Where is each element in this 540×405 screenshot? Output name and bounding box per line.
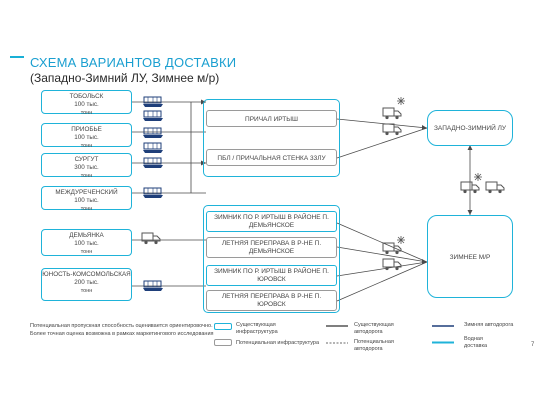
source-priobye: ПРИОБЬЕ 100 тыс. тонн [41,123,132,149]
legend-existing-road: Существующая автодорога [354,322,394,335]
source-unit: тонн [80,206,93,212]
barge-icon [143,280,163,291]
legend-winter-road: Зимняя автодорога [464,322,514,328]
source-name: МЕЖДУРЕЧЕНСКИЙ [55,189,118,196]
destination-winter-demyanskoe: ЗИМНИК ПО Р. ИРТЫШ В РАЙОНЕ П. ДЕМЬЯНСКО… [206,211,337,232]
destination-pbl: ПБЛ / ПРИЧАЛЬНАЯ СТЕНКА 33ЛУ [206,149,337,166]
source-name: ДЕМЬЯНКА [69,232,104,239]
page-number: 7 [531,342,535,348]
destination-winter-yurovsk: ЗИМНИК ПО Р. ИРТЫШ В РАЙОНЕ П. ЮРОВСК [206,265,337,286]
source-amount: 100 тыс. [74,101,99,108]
truck-icon [460,181,480,194]
page-subtitle: (Западно-Зимний ЛУ, Зимнее м/р) [30,71,220,85]
source-name: СУРГУТ [74,156,99,163]
destination-prichal-irtysh: ПРИЧАЛ ИРТЫШ [206,110,337,127]
barge-icon [143,157,163,168]
snowflake-icon [397,97,405,105]
legend-potential-infra-swatch [214,339,232,346]
target-winter-field: ЗИМНЕЕ М/Р [427,215,513,298]
destination-label: ЛЕТНЯЯ ПЕРЕПРАВА В Р-НЕ П. ДЕМЬЯНСКОЕ [221,240,322,255]
target-label: ЗАПАДНО-ЗИМНИЙ ЛУ [434,125,506,132]
source-amount: 200 тыс. [74,279,99,286]
truck-icon [382,258,402,271]
legend-existing-road-line [326,325,348,327]
source-name: ЮНОСТЬ-КОМСОМОЛЬСКАЯ [42,271,131,278]
legend-existing-infra: Существующая инфраструктура [236,322,278,335]
target-west-winter: ЗАПАДНО-ЗИМНИЙ ЛУ [427,110,513,146]
source-mezhdurechensky: МЕЖДУРЕЧЕНСКИЙ 100 тыс. тонн [41,186,132,212]
page-title: СХЕМА ВАРИАНТОВ ДОСТАВКИ [30,55,237,70]
destination-label: ПРИЧАЛ ИРТЫШ [245,116,298,123]
destination-label: ЗИМНИК ПО Р. ИРТЫШ В РАЙОНЕ П. ДЕМЬЯНСКО… [214,214,329,229]
legend-existing-infra-swatch [214,323,232,330]
target-label: ЗИМНЕЕ М/Р [449,254,491,261]
source-amount: 100 тыс. [74,197,99,204]
truck-icon [382,123,402,136]
truck-icon [382,107,402,120]
source-unit: тонн [80,249,93,255]
legend-potential-infra: Потенциальная инфраструктура [236,340,320,346]
source-surgut: СУРГУТ 300 тыс. тонн [41,153,132,179]
source-name: ТОБОЛЬСК [69,93,104,100]
destination-group-lower [203,205,340,313]
source-unit: тонн [80,288,93,294]
truck-icon [141,232,161,245]
source-amount: 100 тыс. [74,240,99,247]
destination-group-upper [203,99,340,177]
source-yunost: ЮНОСТЬ-КОМСОМОЛЬСКАЯ 200 тыс. тонн [41,268,132,301]
snowflake-icon [474,173,482,181]
source-unit: тонн [80,143,93,149]
legend-water-line [432,341,454,344]
snowflake-icon [397,236,405,244]
truck-icon [382,242,402,255]
title-accent [10,56,24,58]
source-unit: тонн [80,173,93,179]
destination-label: ЛЕТНЯЯ ПЕРЕПРАВА В Р-НЕ П. ЮРОВСК [221,293,322,308]
barge-icon [143,142,163,153]
destination-summer-yurovsk: ЛЕТНЯЯ ПЕРЕПРАВА В Р-НЕ П. ЮРОВСК [206,290,337,311]
destination-label: ЗИМНИК ПО Р. ИРТЫШ В РАЙОНЕ П. ЮРОВСК [214,268,329,283]
destination-summer-demyanskoe: ЛЕТНЯЯ ПЕРЕПРАВА В Р-НЕ П. ДЕМЬЯНСКОЕ [206,237,337,258]
legend-winter-road-line [432,325,454,327]
source-amount: 100 тыс. [74,134,99,141]
source-amount: 300 тыс. [74,164,99,171]
legend-potential-road-line [326,342,348,344]
barge-icon [143,187,163,198]
legend-water: Водная доставка [464,336,488,349]
source-name: ПРИОБЬЕ [71,126,102,133]
truck-icon [485,181,505,194]
footnote: Потенциальная пропускная способность оце… [30,323,214,337]
legend-potential-road: Потенциальная автодорога [354,339,394,352]
destination-label: ПБЛ / ПРИЧАЛЬНАЯ СТЕНКА 33ЛУ [217,155,326,162]
source-unit: тонн [80,110,93,116]
source-demyanka: ДЕМЬЯНКА 100 тыс. тонн [41,229,132,256]
barge-icon [143,96,163,107]
source-tobolsk: ТОБОЛЬСК 100 тыс. тонн [41,90,132,116]
barge-icon [143,127,163,138]
barge-icon [143,110,163,121]
